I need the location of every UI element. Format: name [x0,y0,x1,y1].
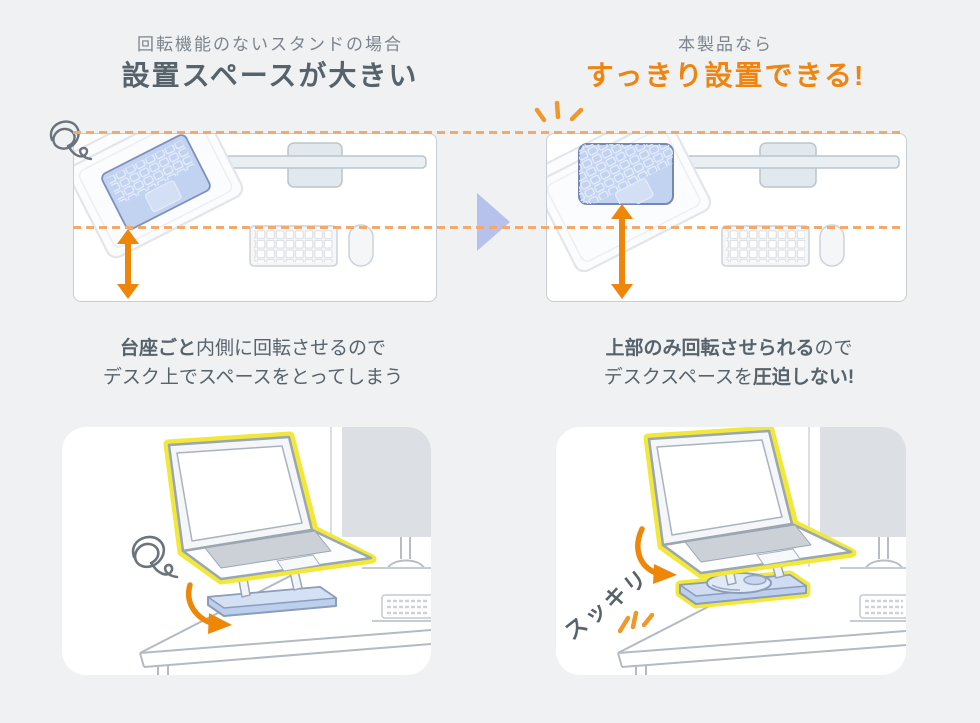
left-caption-rest: 内側に回転させるので [196,338,387,359]
right-caption-line2-strong: 圧迫しない! [752,367,855,388]
monitor-top-icon [203,142,427,188]
right-caption-line2-pre: デスクスペースを [603,367,753,388]
swivel-base-icon [675,570,811,609]
background-keyboard-icon [850,594,906,622]
left-header-title: 設置スペースが大きい [121,60,419,91]
mouse-top-icon [348,224,374,267]
desk-top-view-before [73,133,437,302]
laptop-top-straight-icon [578,143,674,205]
rotation-arrow-icon [635,526,677,584]
illustration-after: スッキリ [556,427,906,675]
right-caption-rest: ので [814,338,853,359]
keyboard-top-icon [721,225,810,267]
laptop-icon [163,431,377,585]
background-monitor-icon [808,427,906,569]
monitor-top-icon [678,142,900,188]
background-monitor-icon [330,427,431,569]
spark-icon [617,610,655,634]
scribble-icon [49,120,93,161]
left-caption-line2: デスク上でスペースをとってしまう [102,367,404,388]
left-caption-strong: 台座ごと [119,338,196,359]
desk-top-view-after [546,133,907,302]
keyboard-top-icon [249,225,338,267]
dashed-guide-line-bottom [73,226,905,229]
illustration-before [62,427,431,675]
right-header-title: すっきり設置できる! [585,60,866,91]
right-caption-strong: 上部のみ回転させられる [605,338,815,359]
transition-arrow-icon [477,193,510,251]
laptop-icon [643,427,857,579]
right-caption: 上部のみ回転させられるので デスクスペースを圧迫しない! [548,334,910,392]
left-header-subtitle: 回転機能のないスタンドの場合 [137,35,403,54]
scribble-icon [131,535,179,579]
background-keyboard-icon [372,594,431,622]
desk-icon [139,572,431,675]
mouse-top-icon [819,224,845,267]
measure-arrow-left [117,229,139,299]
right-header: 本製品なら すっきり設置できる! [546,34,905,93]
dashed-guide-line-top [73,131,905,134]
left-caption: 台座ごと内側に回転させるので デスク上でスペースをとってしまう [63,334,443,392]
spark-icon [534,100,584,123]
stand-base-icon [207,586,337,617]
right-header-subtitle: 本製品なら [678,35,773,54]
measure-arrow-right [611,204,633,299]
laptop-on-stand-rotated-icon [74,134,244,259]
rotation-arrow-icon [186,582,232,634]
left-header: 回転機能のないスタンドの場合 設置スペースが大きい [73,34,451,93]
sukkiri-label: スッキリ [560,564,654,645]
